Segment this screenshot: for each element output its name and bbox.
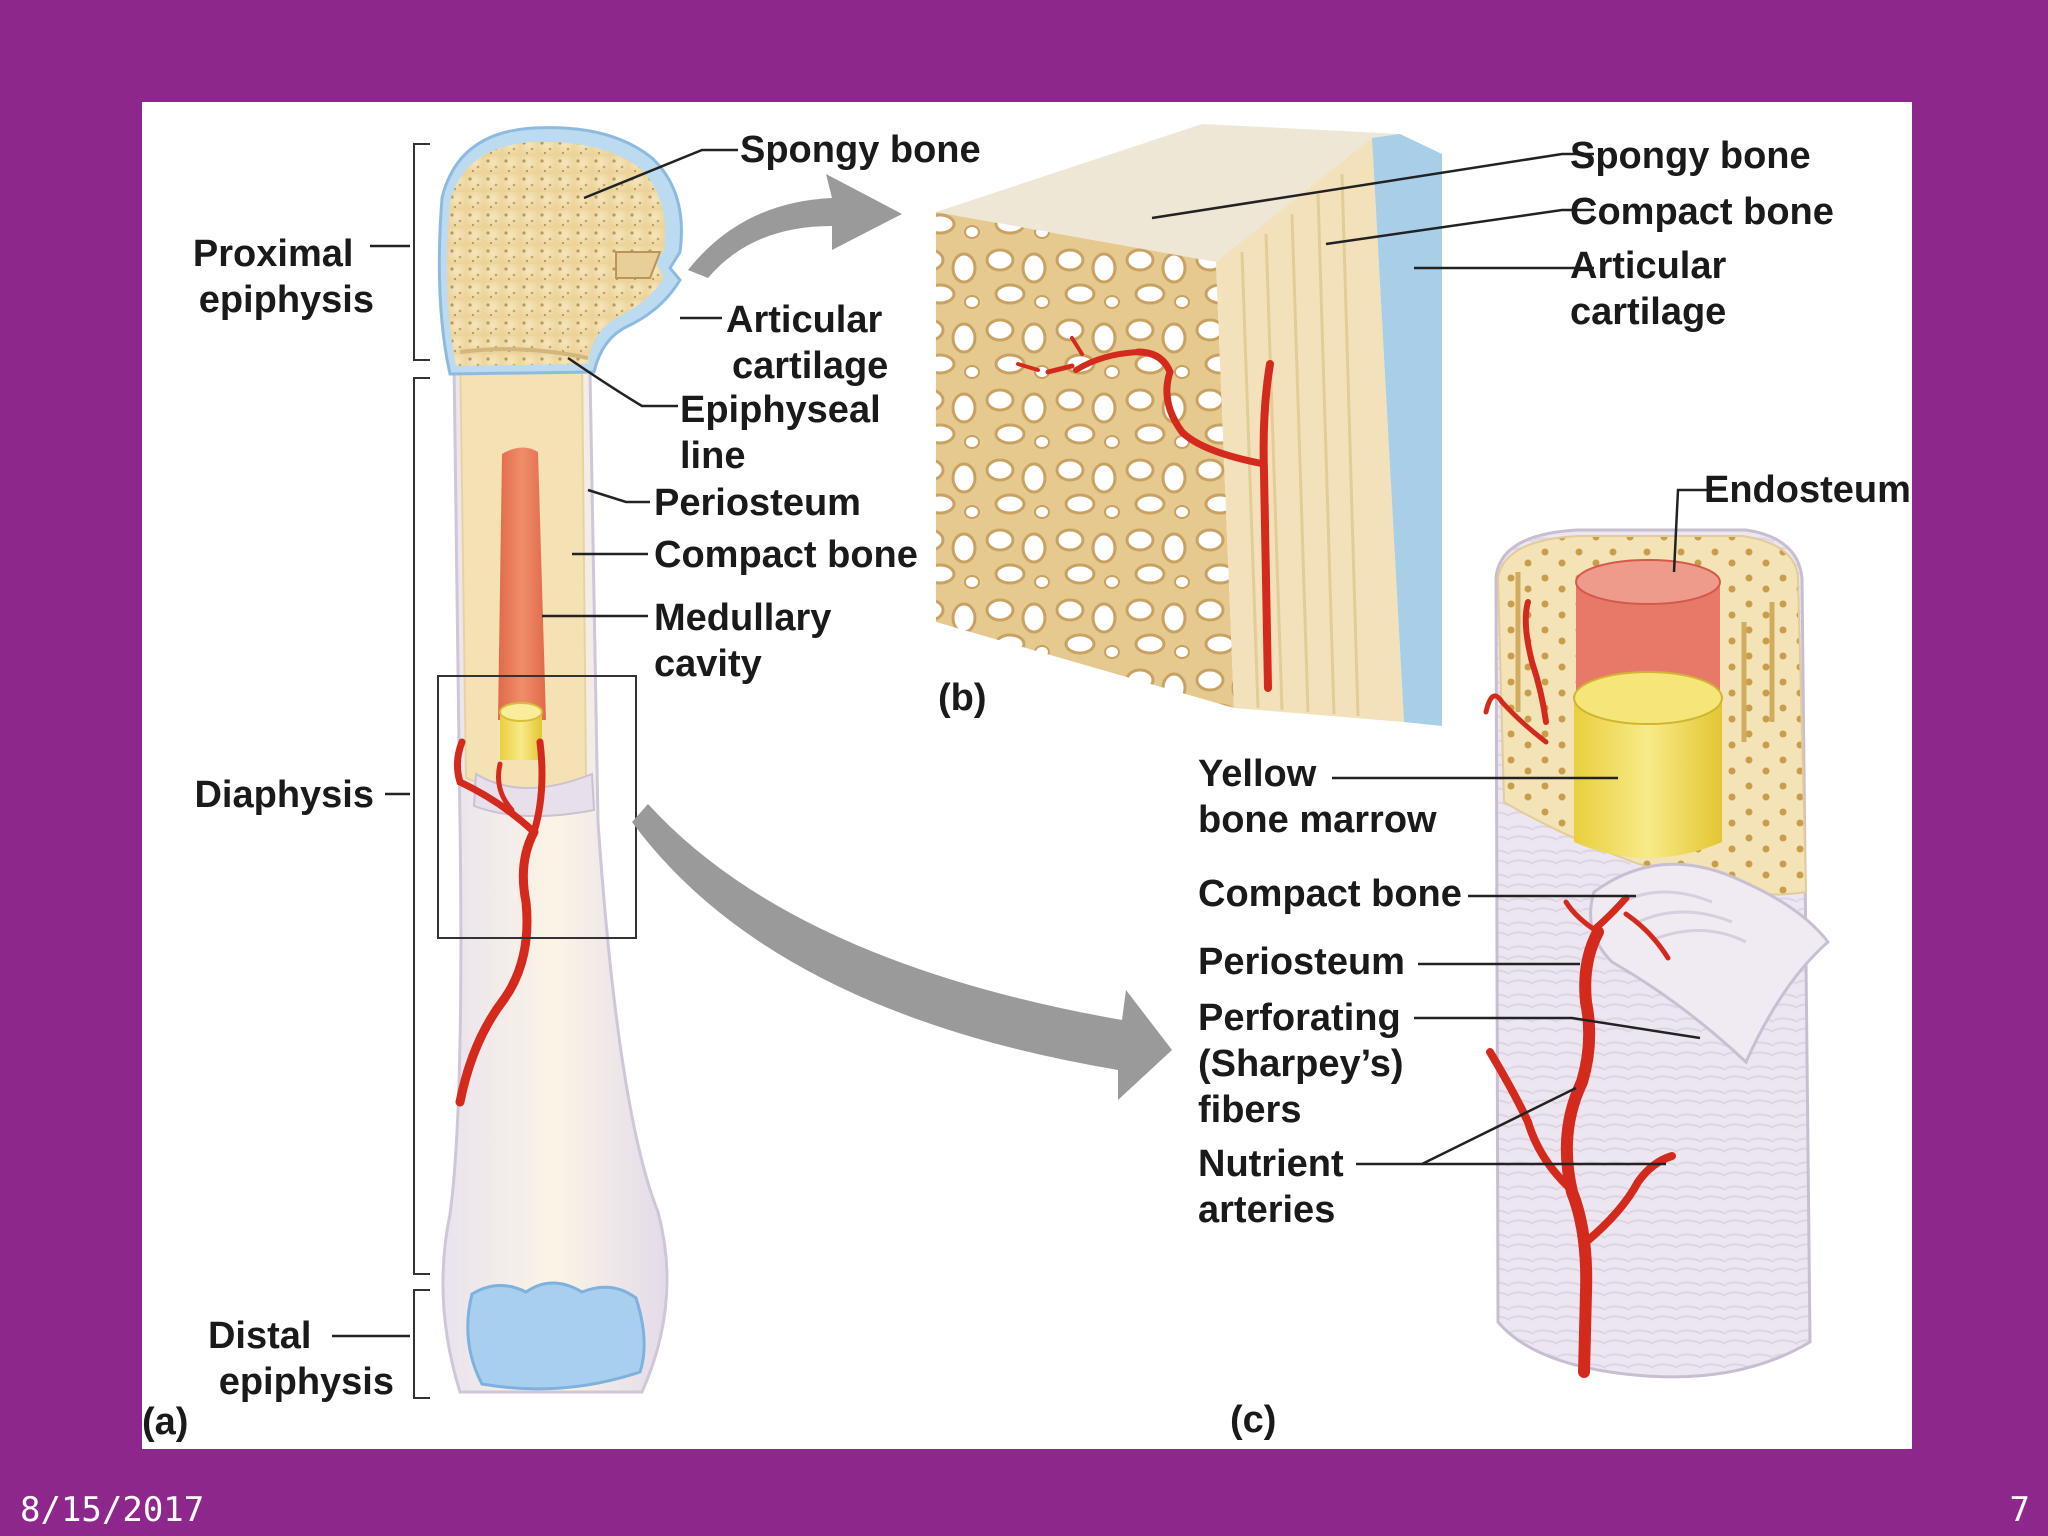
- arrow-to-panel-b: [688, 174, 902, 278]
- zoom-region-box: [437, 675, 637, 939]
- panel-a-long-bone: Proximal epiphysis Diaphysis Distal epip…: [142, 126, 981, 1443]
- nutrient-artery-a: [453, 738, 546, 1107]
- distal-articular-cartilage: [466, 1281, 646, 1391]
- label-compact-bone-b: Compact bone: [1570, 191, 1834, 233]
- label-proximal-epiphysis: Proximal epiphysis: [193, 233, 374, 321]
- arrow-to-panel-c: [632, 804, 1172, 1100]
- label-articular-cartilage-b: Articular cartilage: [1570, 245, 1737, 333]
- figure-panel: Proximal epiphysis Diaphysis Distal epip…: [142, 102, 1912, 1449]
- panel-a-leader-lines: [332, 148, 738, 1338]
- label-periosteum-a: Periosteum: [654, 482, 861, 524]
- bone-structure-diagram: Proximal epiphysis Diaphysis Distal epip…: [142, 124, 1911, 1443]
- panel-c-tag: (c): [1230, 1399, 1276, 1441]
- periosteum-flap: [1589, 862, 1831, 1065]
- label-spongy-bone-b: Spongy bone: [1570, 135, 1811, 177]
- medullary-cavity-marrow: [498, 447, 546, 720]
- label-articular-cartilage-a: Articular cartilage: [726, 299, 893, 387]
- block-cartilage-layer: [1372, 134, 1442, 726]
- label-compact-bone-a: Compact bone: [654, 534, 918, 576]
- label-distal-epiphysis: Distal epiphysis: [208, 1315, 394, 1403]
- label-compact-bone-c: Compact bone: [1198, 873, 1462, 915]
- endosteum-top: [1575, 559, 1721, 605]
- label-diaphysis: Diaphysis: [194, 774, 374, 816]
- label-medullary-cavity: Medullary cavity: [654, 597, 842, 685]
- panel-b-spongy-block: Spongy bone Compact bone Articular carti…: [936, 124, 1834, 726]
- block-blood-vessels: [1016, 336, 1274, 692]
- panel-c-shaft-section: Endosteum Yellow bone marrow Compact bon…: [1198, 469, 1911, 1441]
- panel-c-leader-lines: [1332, 488, 1710, 1166]
- central-canals: [1515, 572, 1775, 742]
- panel-a-tag: (a): [142, 1401, 188, 1443]
- label-periosteum-c: Periosteum: [1198, 941, 1405, 983]
- slide-date: 8/15/2017: [20, 1490, 205, 1530]
- yellow-marrow-plug: [499, 702, 543, 760]
- block-top-face: [936, 124, 1400, 262]
- label-endosteum: Endosteum: [1704, 469, 1911, 511]
- label-spongy-bone-a: Spongy bone: [740, 129, 981, 171]
- slide-number: 7: [2009, 1490, 2030, 1530]
- epiphyseal-line: [459, 347, 589, 360]
- panel-b-leader-lines: [1151, 152, 1594, 270]
- label-nutrient-arteries: Nutrient arteries: [1198, 1143, 1354, 1231]
- yellow-bone-marrow: [1573, 671, 1723, 858]
- bracket-diaphysis: [413, 377, 430, 1275]
- compact-lamellae: [1240, 173, 1360, 717]
- label-epiphyseal-line: Epiphyseal line: [680, 389, 891, 477]
- label-perforating-fibers: Perforating (Sharpey’s) fibers: [1198, 997, 1414, 1131]
- sharpeys-fibers: [1621, 890, 1747, 944]
- proximal-spongy-bone: [447, 141, 665, 366]
- cutout-wedge: [615, 251, 662, 279]
- nutrient-arteries-c: [1483, 599, 1676, 1378]
- label-yellow-bone-marrow: Yellow bone marrow: [1198, 753, 1437, 841]
- bracket-distal: [413, 1289, 430, 1399]
- bracket-proximal: [413, 143, 430, 361]
- panel-b-tag: (b): [938, 677, 987, 719]
- block-front-trabeculae: [936, 212, 1234, 708]
